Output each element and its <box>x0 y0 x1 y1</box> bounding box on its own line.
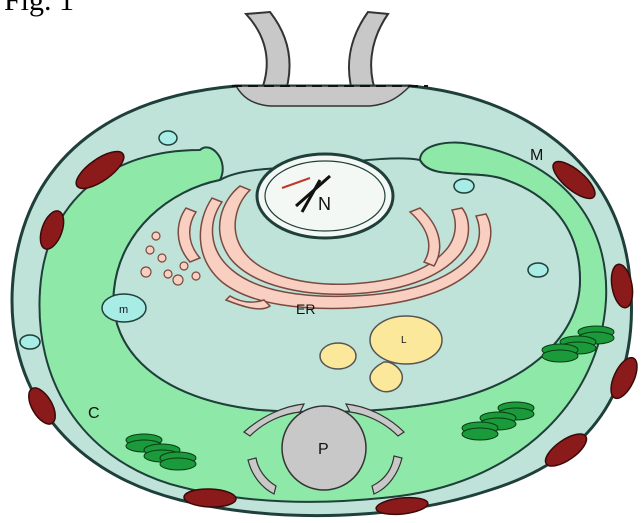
basal-region <box>236 86 410 106</box>
label-pyrenoid: P <box>318 441 329 458</box>
mitochondrion-small: m <box>102 294 146 322</box>
label-mitochondria: M <box>530 147 543 164</box>
nucleus: N <box>257 154 393 238</box>
label-m: m <box>119 304 128 316</box>
figure-label: Fig. 1 <box>4 0 74 16</box>
label-chloroplast: C <box>88 405 100 422</box>
label-er: ER <box>296 301 315 317</box>
label-lipid: L <box>401 335 407 346</box>
label-nucleus: N <box>318 194 331 214</box>
